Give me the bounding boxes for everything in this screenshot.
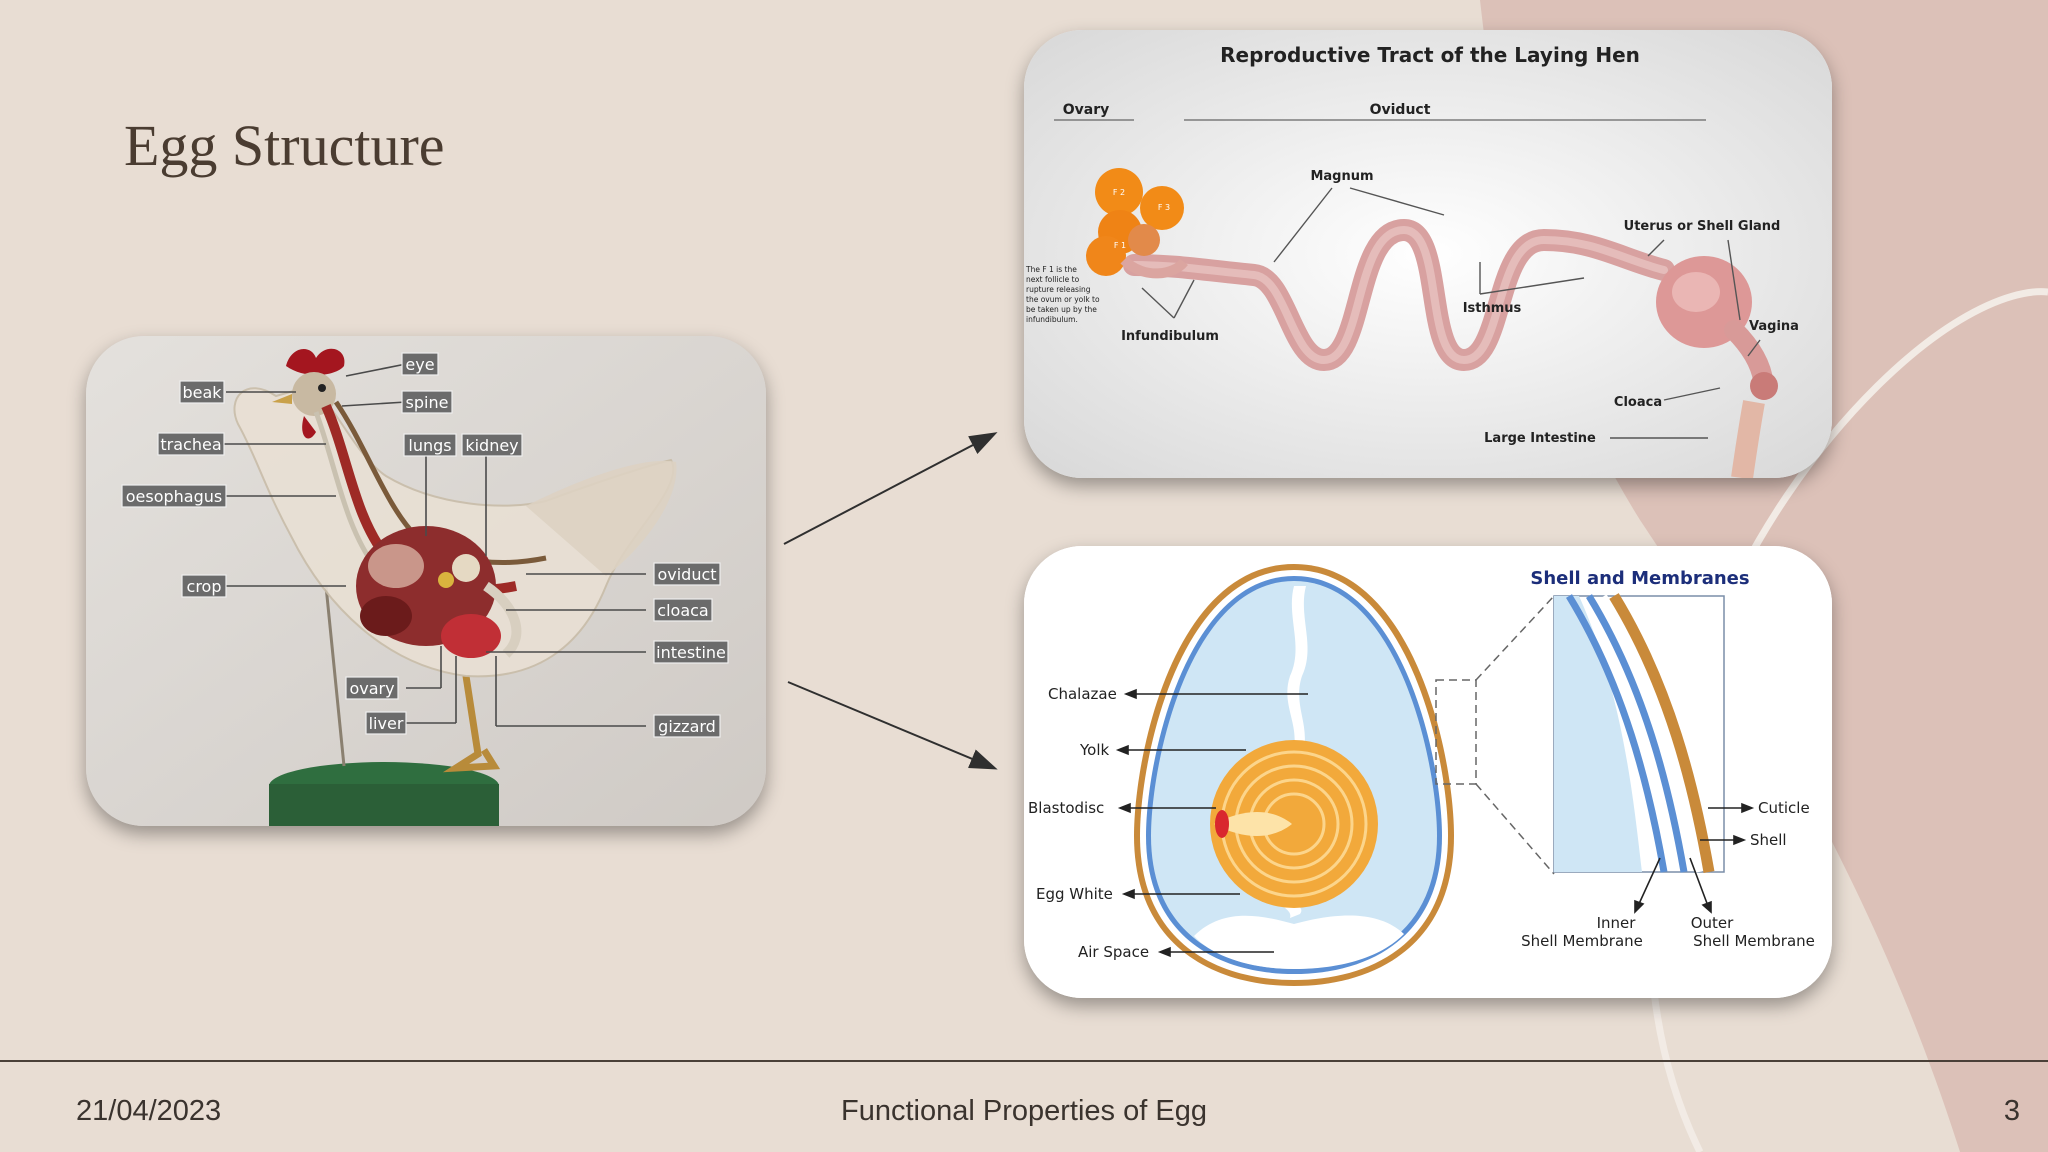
label-gizzard: gizzard (653, 714, 721, 738)
svg-text:intestine: intestine (656, 643, 726, 662)
footer-title: Functional Properties of Egg (841, 1095, 1207, 1127)
air-space (1194, 915, 1404, 969)
blastodisc (1215, 810, 1229, 838)
svg-text:F 2: F 2 (1113, 188, 1125, 197)
svg-text:rupture releasing: rupture releasing (1026, 285, 1091, 294)
chalazae (1287, 586, 1308, 756)
comb (286, 348, 345, 376)
svg-text:oviduct: oviduct (657, 565, 716, 584)
svg-text:eye: eye (405, 355, 434, 374)
svg-text:be taken up by the: be taken up by the (1026, 305, 1097, 314)
label-trachea: trachea (157, 432, 225, 456)
follicle-note: The F 1 is the next follicle to rupture … (1025, 265, 1100, 324)
svg-text:Egg White: Egg White (1036, 885, 1113, 903)
svg-text:Cloaca: Cloaca (1614, 395, 1662, 410)
egg-diagram-title: Shell and Membranes (1530, 568, 1749, 589)
label-crop: crop (181, 574, 227, 598)
arrow-to-tract (783, 432, 998, 545)
arrow-to-egg (787, 681, 998, 770)
svg-text:Vagina: Vagina (1749, 319, 1799, 334)
svg-text:crop: crop (187, 577, 222, 596)
svg-text:F 1: F 1 (1114, 241, 1126, 250)
svg-text:Air Space: Air Space (1078, 943, 1149, 961)
svg-text:infundibulum.: infundibulum. (1026, 315, 1078, 324)
page-title: Egg Structure (124, 113, 445, 178)
ovary-follicles: F 2 F 3 F 1 (1086, 168, 1188, 279)
svg-text:kidney: kidney (465, 436, 518, 455)
label-liver: liver (365, 711, 407, 735)
svg-text:Yolk: Yolk (1079, 741, 1110, 759)
svg-text:lungs: lungs (408, 436, 451, 455)
svg-text:beak: beak (182, 383, 222, 402)
svg-text:the ovum or yolk to: the ovum or yolk to (1026, 295, 1100, 304)
page-number: 3 (2003, 1095, 2020, 1127)
footer-divider (0, 1060, 2048, 1062)
svg-text:trachea: trachea (160, 435, 221, 454)
egg-structure-diagram: Shell and Membranes Chalazae Yolk Blasto… (1024, 546, 1832, 998)
svg-text:Cuticle: Cuticle (1758, 799, 1810, 817)
svg-text:F 3: F 3 (1158, 203, 1170, 212)
svg-text:oesophagus: oesophagus (126, 487, 223, 506)
svg-text:cloaca: cloaca (657, 601, 708, 620)
svg-text:gizzard: gizzard (658, 717, 716, 736)
tract-title: Reproductive Tract of the Laying Hen (1220, 43, 1640, 67)
svg-text:Ovary: Ovary (1063, 102, 1110, 118)
svg-text:spine: spine (406, 393, 449, 412)
reproductive-tract-image: Reproductive Tract of the Laying Hen Ova… (1024, 30, 1832, 478)
label-intestine: intestine (653, 640, 729, 664)
svg-text:next follicle to: next follicle to (1026, 275, 1080, 284)
label-oviduct: oviduct (653, 562, 721, 586)
label-oesophagus: oesophagus (121, 484, 227, 508)
svg-text:Outer: Outer (1691, 914, 1734, 932)
svg-text:Magnum: Magnum (1310, 169, 1373, 184)
svg-text:ovary: ovary (349, 679, 394, 698)
svg-text:Inner: Inner (1597, 914, 1637, 932)
svg-text:Shell Membrane: Shell Membrane (1521, 932, 1643, 950)
label-lungs: lungs (403, 433, 457, 457)
svg-text:Isthmus: Isthmus (1463, 301, 1522, 316)
label-eye: eye (401, 352, 439, 376)
svg-text:liver: liver (369, 714, 404, 733)
label-beak: beak (179, 380, 225, 404)
svg-text:The F 1 is the: The F 1 is the (1025, 265, 1077, 274)
svg-text:Shell: Shell (1750, 831, 1787, 849)
footer-date: 21/04/2023 (76, 1095, 222, 1127)
svg-text:Blastodisc: Blastodisc (1028, 799, 1104, 817)
svg-text:Chalazae: Chalazae (1048, 685, 1117, 703)
label-cloaca: cloaca (653, 598, 713, 622)
svg-text:Oviduct: Oviduct (1370, 102, 1431, 118)
svg-text:Shell Membrane: Shell Membrane (1693, 932, 1815, 950)
label-spine: spine (401, 390, 453, 414)
label-ovary: ovary (345, 676, 399, 700)
svg-text:Uterus or Shell Gland: Uterus or Shell Gland (1624, 219, 1781, 234)
svg-text:Infundibulum: Infundibulum (1121, 329, 1219, 344)
chicken-anatomy-image: beak trachea oesophagus crop eye spine (86, 336, 766, 826)
label-kidney: kidney (461, 433, 523, 457)
svg-text:Large Intestine: Large Intestine (1484, 431, 1596, 446)
